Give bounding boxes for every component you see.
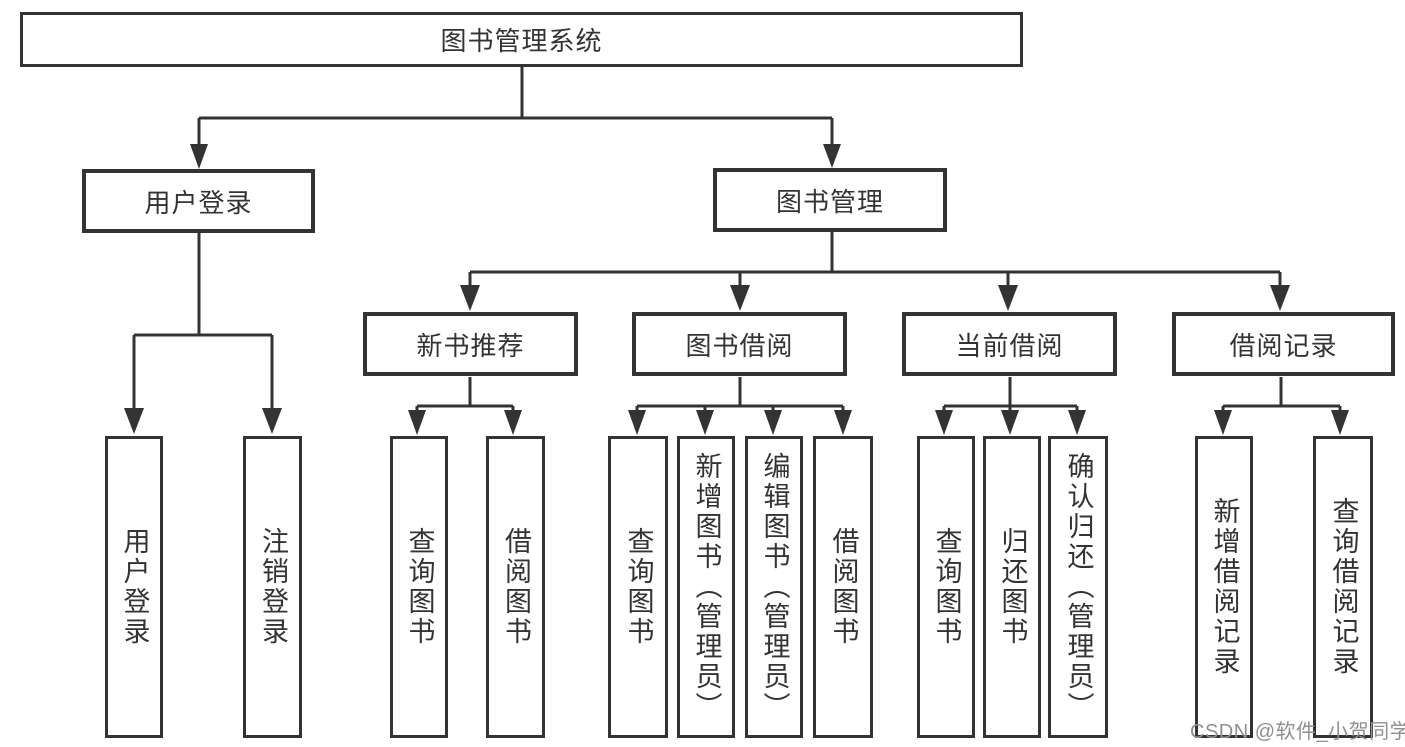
branch-label: 用户登录 [144, 187, 253, 218]
leaf-label: 用户登录 [119, 527, 150, 647]
arrowhead [1331, 410, 1349, 435]
leaf-box-borrowing-query: 查询图书 [608, 436, 668, 738]
leaf-label: 借阅图书 [501, 527, 531, 647]
leaf-box-borrowing-edit: 编辑图书（管理员） [745, 436, 803, 738]
category-box-current-borrowing: 当前借阅 [902, 312, 1117, 376]
category-box-borrowing-records: 借阅记录 [1172, 312, 1395, 376]
csdn-watermark: CSDN @软件_小贺同学 [1190, 721, 1405, 743]
leaf-label: 查询图书 [931, 527, 962, 647]
arrowhead [628, 410, 646, 435]
arrowhead [834, 410, 852, 435]
leaf-label: 借阅图书 [828, 527, 859, 647]
leaf-box-records-query: 查询借阅记录 [1313, 436, 1373, 738]
leaf-label: 查询图书 [404, 527, 435, 647]
connector-root-to-level1 [190, 67, 841, 169]
leaf-box-current-query: 查询图书 [917, 436, 975, 738]
root-label: 图书管理系统 [440, 26, 603, 56]
arrowhead [764, 410, 782, 435]
leaf-label: 归还图书 [997, 527, 1028, 647]
leaf-box-current-return: 归还图书 [983, 436, 1041, 738]
branch-box-user-login: 用户登录 [82, 169, 315, 233]
connector-user-login-to-children [124, 233, 282, 434]
arrowhead [1214, 410, 1232, 435]
category-box-new-books: 新书推荐 [363, 312, 578, 376]
arrowhead [124, 408, 144, 434]
leaf-label: 注销登录 [258, 527, 288, 647]
arrowhead [998, 285, 1018, 311]
branch-label: 图书管理 [775, 186, 884, 217]
leaf-box-borrowing-add: 新增图书（管理员） [677, 436, 735, 738]
leaf-box-borrowing-borrow: 借阅图书 [813, 436, 873, 738]
arrowhead [460, 285, 480, 311]
leaf-label: 新增借阅记录 [1209, 497, 1240, 677]
category-label: 图书借阅 [685, 330, 794, 361]
leaf-box-logout: 注销登录 [243, 436, 302, 738]
leaf-label: 新增图书（管理员） [691, 452, 722, 722]
branch-box-book-management: 图书管理 [713, 168, 947, 232]
arrowhead [935, 410, 953, 435]
leaf-box-user-login: 用户登录 [105, 436, 163, 738]
arrowhead [190, 144, 208, 169]
connector-book-borrowing-to-children [628, 377, 852, 435]
arrowhead [1001, 410, 1019, 435]
connector-current-borrowing-to-children [935, 377, 1086, 435]
arrowhead [262, 408, 282, 434]
arrowhead [1270, 285, 1290, 311]
leaf-label: 确认归还（管理员） [1063, 452, 1094, 722]
arrowhead [408, 410, 426, 435]
category-label: 当前借阅 [955, 330, 1064, 361]
category-box-book-borrowing: 图书借阅 [632, 312, 847, 376]
arrowhead [823, 144, 841, 168]
arrowhead [696, 410, 714, 435]
arrowhead [1068, 410, 1086, 435]
connector-book-management-to-level2 [460, 232, 1290, 311]
arrowhead [730, 285, 750, 311]
category-label: 借阅记录 [1229, 330, 1338, 361]
arrowhead [504, 410, 522, 435]
leaf-label: 查询图书 [623, 527, 654, 647]
leaf-label: 查询借阅记录 [1328, 497, 1359, 677]
leaf-box-records-add: 新增借阅记录 [1195, 436, 1253, 738]
leaf-label: 编辑图书（管理员） [759, 452, 790, 722]
connector-borrowing-records-to-children [1214, 377, 1349, 435]
leaf-box-new-books-query: 查询图书 [390, 436, 448, 738]
leaf-box-current-confirm-return: 确认归还（管理员） [1048, 436, 1108, 738]
connector-new-books-to-children [408, 377, 522, 435]
leaf-box-new-books-borrow: 借阅图书 [486, 436, 545, 738]
category-label: 新书推荐 [416, 330, 525, 361]
root-box-library-management-system: 图书管理系统 [20, 12, 1023, 67]
